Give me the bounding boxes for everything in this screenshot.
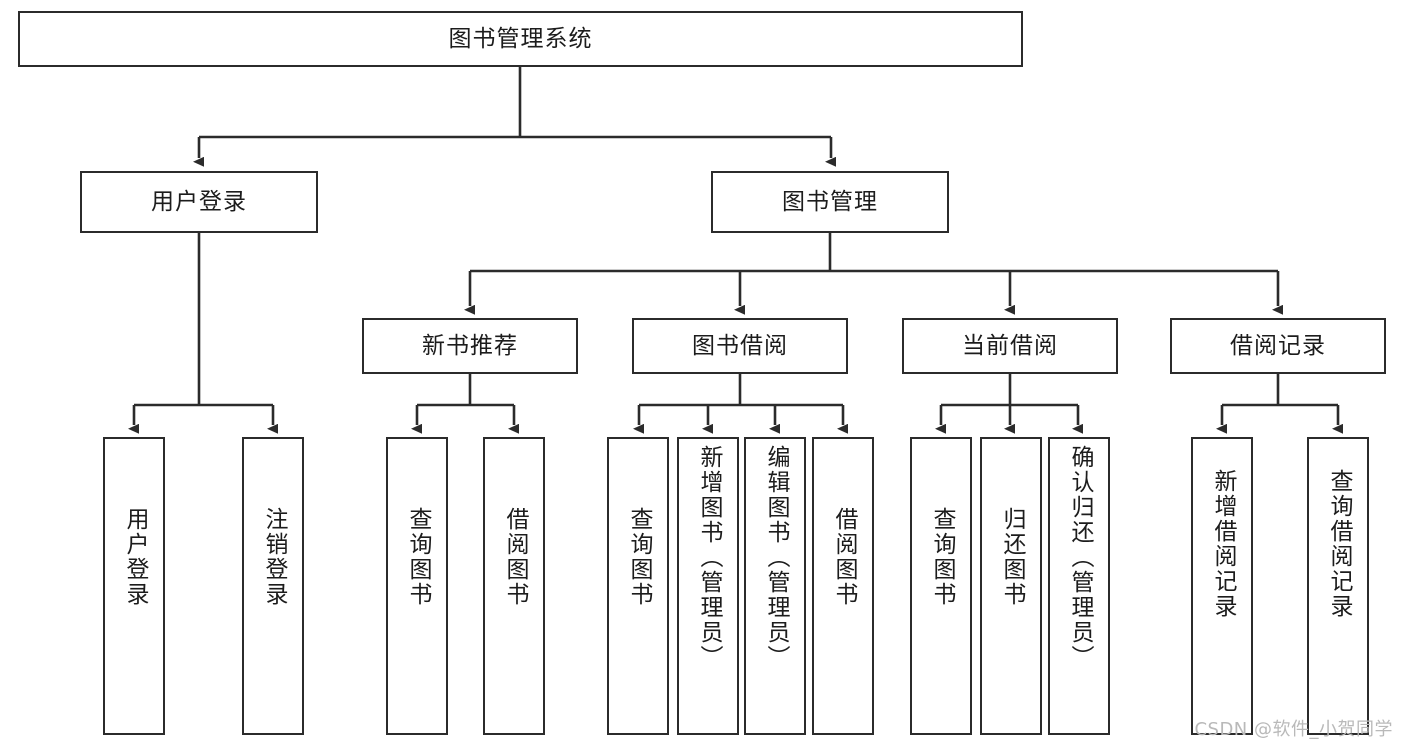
node-current-borrow[interactable]: 当前借阅 [902,318,1118,374]
leaf-confirm-return-label: 确认归还（管理员） [1066,445,1093,670]
leaf-borrow-book-2-label: 借阅图书 [830,507,857,607]
node-new-book-recommend-label: 新书推荐 [422,332,518,359]
node-root-system-label: 图书管理系统 [448,25,593,52]
node-current-borrow-label: 当前借阅 [962,332,1058,359]
leaf-query-book-1[interactable]: 查询图书 [386,437,448,735]
leaf-add-record-label: 新增借阅记录 [1209,469,1236,619]
node-root-system[interactable]: 图书管理系统 [18,11,1023,67]
leaf-borrow-book-1-label: 借阅图书 [501,507,528,607]
leaf-add-record[interactable]: 新增借阅记录 [1191,437,1253,735]
node-book-manage-label: 图书管理 [782,188,878,215]
leaf-borrow-book-2[interactable]: 借阅图书 [812,437,874,735]
leaf-return-book-label: 归还图书 [998,507,1025,607]
leaf-return-book[interactable]: 归还图书 [980,437,1042,735]
leaf-logout-login-label: 注销登录 [260,507,287,607]
node-book-borrow-label: 图书借阅 [692,332,788,359]
node-book-manage[interactable]: 图书管理 [711,171,949,233]
leaf-borrow-book-1[interactable]: 借阅图书 [483,437,545,735]
leaf-query-book-2-label: 查询图书 [625,507,652,607]
leaf-user-login[interactable]: 用户登录 [103,437,165,735]
leaf-user-login-label: 用户登录 [121,507,148,607]
node-user-login-label: 用户登录 [151,188,247,215]
node-borrow-record-label: 借阅记录 [1230,332,1326,359]
leaf-edit-book-label: 编辑图书（管理员） [762,445,789,670]
leaf-logout-login[interactable]: 注销登录 [242,437,304,735]
leaf-add-book[interactable]: 新增图书（管理员） [677,437,739,735]
node-borrow-record[interactable]: 借阅记录 [1170,318,1386,374]
leaf-query-record[interactable]: 查询借阅记录 [1307,437,1369,735]
leaf-add-book-label: 新增图书（管理员） [695,445,722,670]
leaf-query-record-label: 查询借阅记录 [1325,469,1352,619]
leaf-query-book-2[interactable]: 查询图书 [607,437,669,735]
csdn-watermark: CSDN @软件_小贺同学 [1194,719,1393,740]
leaf-query-book-3-label: 查询图书 [928,507,955,607]
leaf-confirm-return[interactable]: 确认归还（管理员） [1048,437,1110,735]
leaf-query-book-1-label: 查询图书 [404,507,431,607]
node-new-book-recommend[interactable]: 新书推荐 [362,318,578,374]
node-user-login[interactable]: 用户登录 [80,171,318,233]
leaf-edit-book[interactable]: 编辑图书（管理员） [744,437,806,735]
node-book-borrow[interactable]: 图书借阅 [632,318,848,374]
leaf-query-book-3[interactable]: 查询图书 [910,437,972,735]
